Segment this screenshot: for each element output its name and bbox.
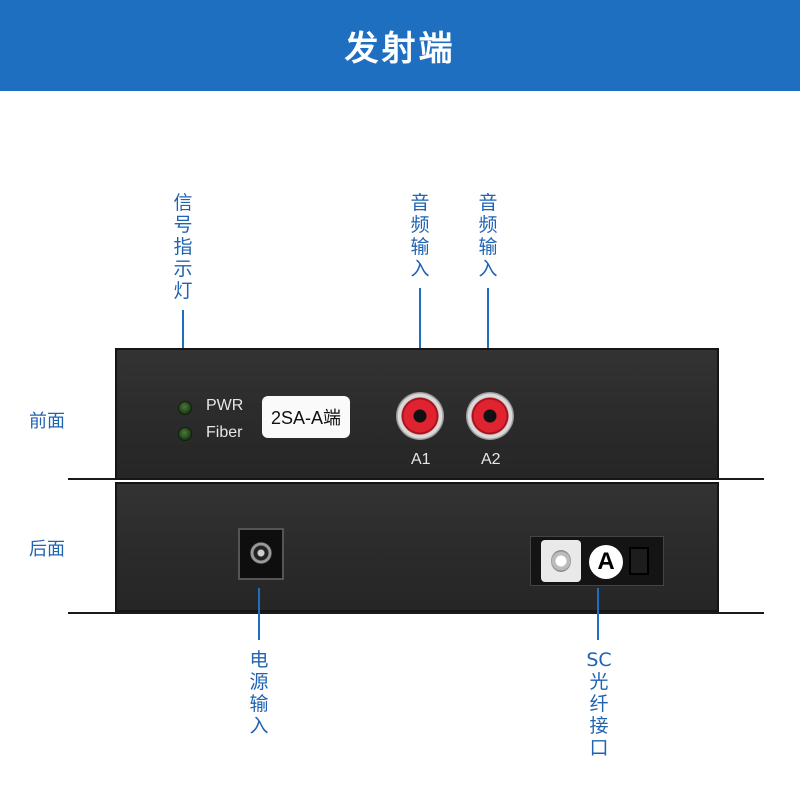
back-panel: A	[115, 482, 719, 612]
back-flange	[68, 612, 764, 614]
front-label: 前面	[29, 411, 65, 432]
power-input-label: 电源输入	[249, 649, 269, 737]
rca-jack-a1-icon[interactable]	[396, 392, 444, 440]
sc-badge: A	[589, 545, 623, 579]
sc-port-icon	[541, 540, 581, 582]
pwr-led-label: PWR	[206, 397, 244, 414]
signal-indicator-label: 信号指示灯	[173, 192, 193, 302]
page-banner: 发射端	[0, 0, 800, 91]
audio-input-2-leader	[487, 288, 489, 388]
model-label: 2SA-A端	[262, 396, 350, 438]
sc-latch-icon	[629, 547, 649, 575]
fiber-led-icon	[178, 427, 192, 441]
audio-input-2-label: 音频输入	[478, 192, 498, 280]
jack-a1-label: A1	[411, 451, 431, 468]
audio-input-1-label: 音频输入	[410, 192, 430, 280]
fiber-led-label: Fiber	[206, 424, 243, 441]
audio-input-1-leader	[419, 288, 421, 388]
page-title: 发射端	[344, 29, 456, 69]
sc-fiber-leader	[597, 588, 599, 640]
power-input-leader	[258, 588, 260, 640]
dc-power-jack[interactable]	[238, 528, 284, 580]
sc-fiber-port-label: SC光纤接口	[586, 649, 612, 759]
rca-jack-a2-icon[interactable]	[466, 392, 514, 440]
jack-a2-label: A2	[481, 451, 501, 468]
sc-fiber-connector[interactable]: A	[530, 536, 664, 586]
dc-socket-icon	[250, 542, 272, 564]
front-panel: PWR Fiber 2SA-A端 A1 A2	[115, 348, 719, 480]
back-label: 后面	[29, 539, 65, 560]
pwr-led-icon	[178, 401, 192, 415]
